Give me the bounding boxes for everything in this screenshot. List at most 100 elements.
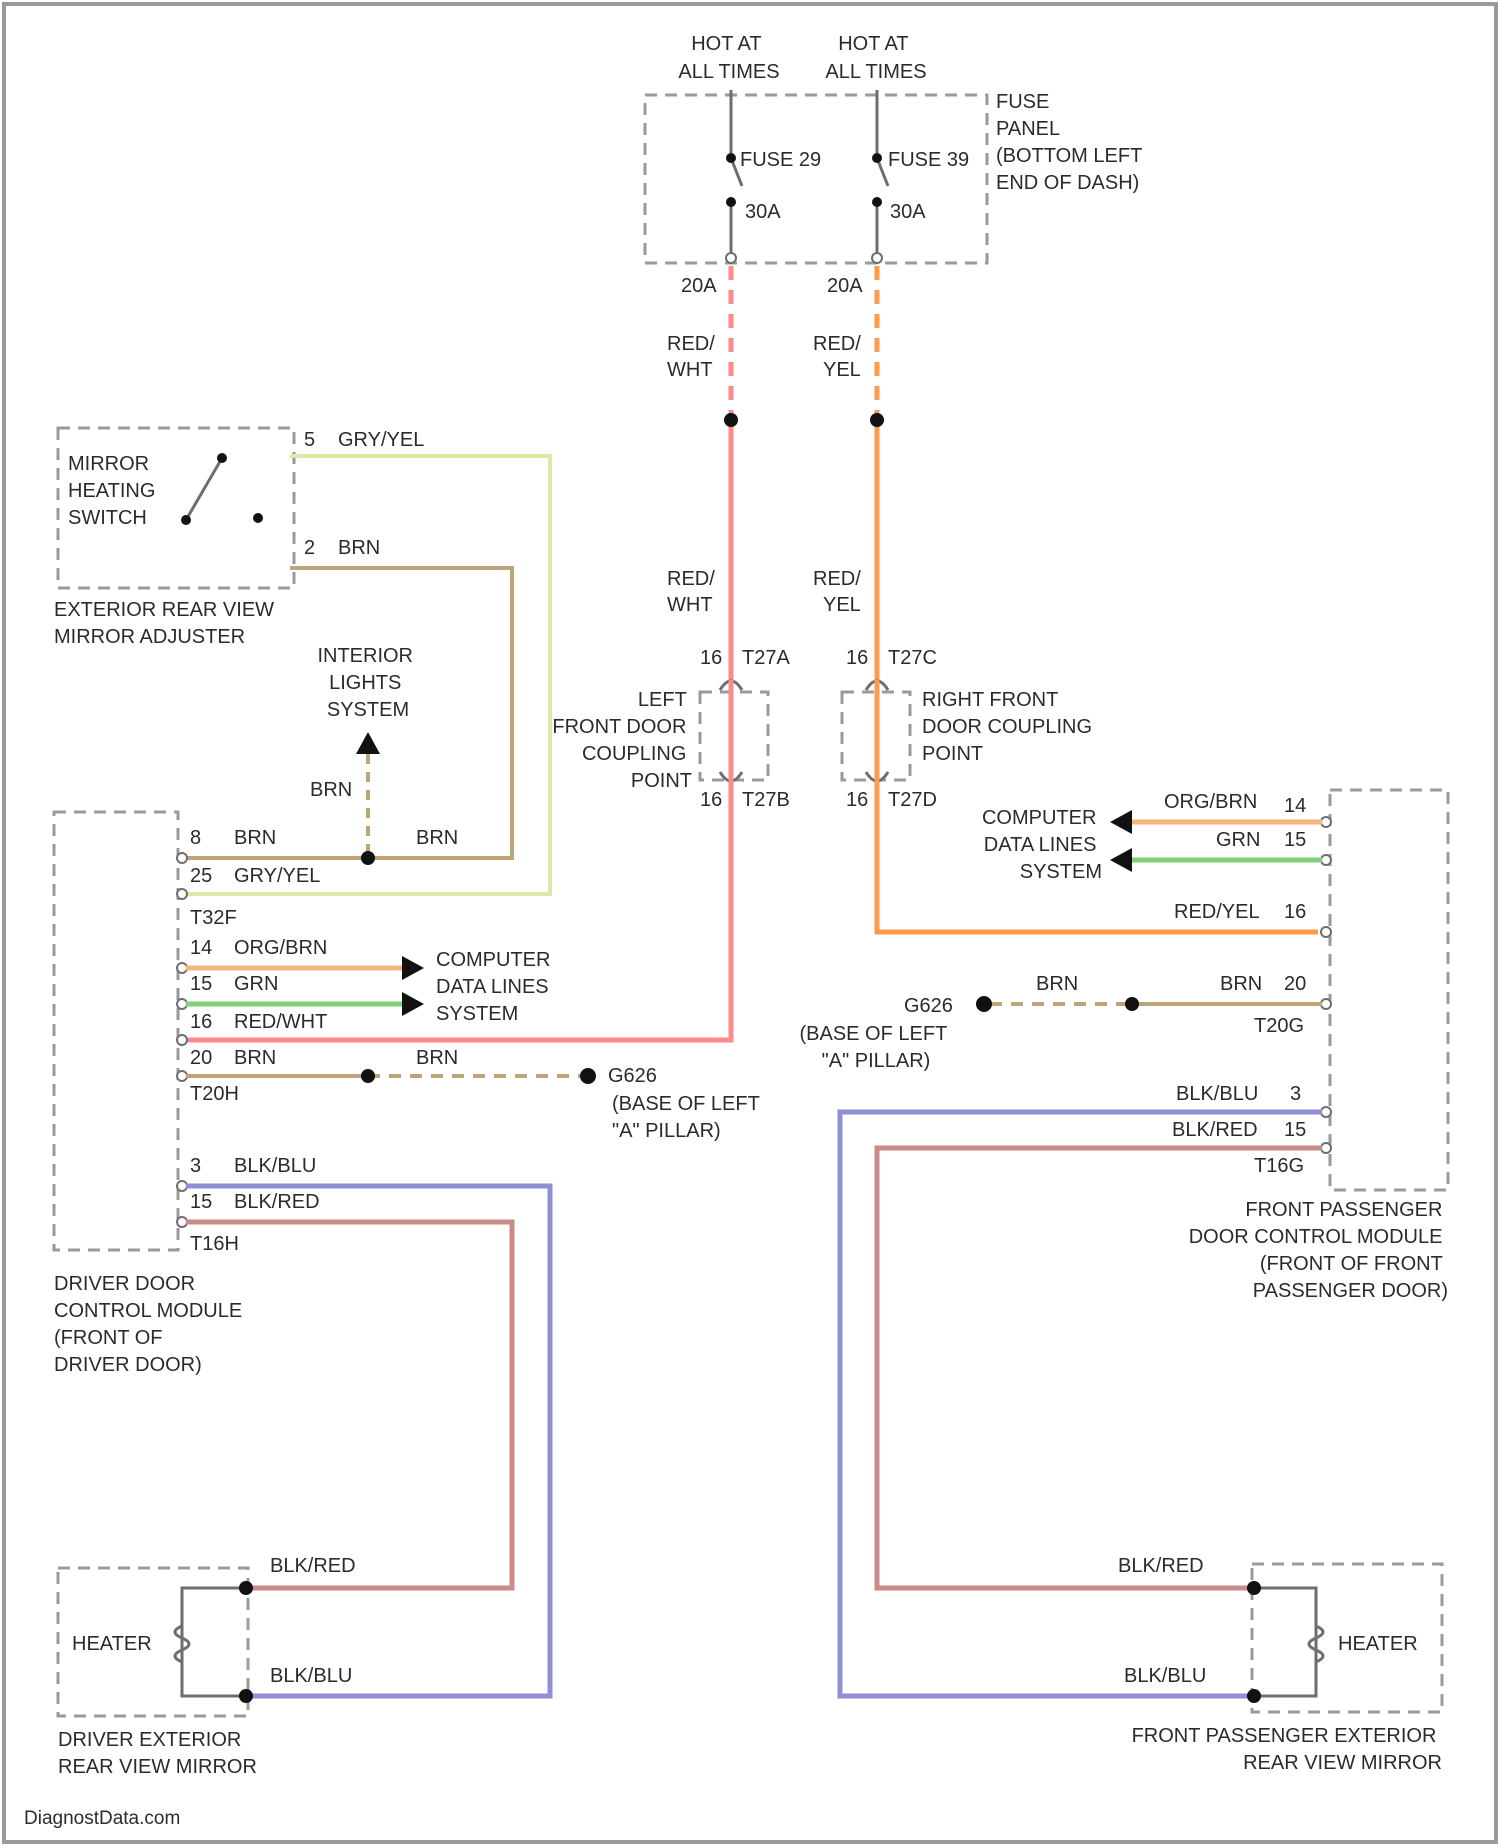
right-coupling-top-conn: T27C [888,647,937,669]
passenger-door-module-box [1330,790,1448,1190]
left-coupling-label: LEFT FRONT DOOR COUPLING POINT [552,689,692,792]
wire-blk-red-left [186,1222,512,1588]
driver-pin-3-wire: BLK/BLU [234,1155,316,1177]
computer-data-lines-left: COMPUTER DATA LINES SYSTEM [436,949,556,1025]
adjuster-pin-2-wire: BRN [338,537,380,559]
red-wht-label-top: RED/ WHT [667,333,720,381]
driver-pin-15-wire: GRN [234,973,278,995]
adjuster-pin-5: 5 [304,429,315,451]
driver-pin-14: 14 [190,937,212,959]
splice-brn [361,851,375,865]
right-coupling-label: RIGHT FRONT DOOR COUPLING POINT [922,689,1098,765]
hot-at-all-times-label-1: HOT AT ALL TIMES [678,33,779,83]
driver-conn-t20h: T20H [190,1083,239,1105]
pin-20a-right: 20A [827,275,863,297]
driver-mirror-wire-top: BLK/RED [270,1555,356,1577]
ground-left-location: (BASE OF LEFT "A" PILLAR) [612,1093,765,1142]
passenger-mirror-wire-top: BLK/RED [1118,1555,1204,1577]
passenger-mirror-wire-bot: BLK/BLU [1124,1665,1206,1687]
pass-pin-15: 15 [1284,829,1306,851]
wire-red-wht-feed [186,266,738,1040]
passenger-mirror-label: FRONT PASSENGER EXTERIOR REAR VIEW MIRRO… [1132,1725,1442,1774]
pass-pin-16-wire: RED/YEL [1174,901,1260,923]
pass-pin-14-wire: ORG/BRN [1164,791,1257,813]
left-coupling-bot-pin: 16 [700,789,722,811]
driver-pin-16: 16 [190,1011,212,1033]
driver-pin-8-wire: BRN [234,827,276,849]
computer-data-lines-right: COMPUTER DATA LINES SYSTEM [982,807,1102,883]
right-coupling-point [842,680,910,790]
fuse-39-amp: 30A [890,201,926,223]
fuse-29-amp: 30A [745,201,781,223]
arrow-can-high-right [1110,810,1132,834]
driver-pin-8: 8 [190,827,201,849]
left-coupling-point [700,680,768,790]
pass-pin-20-wire: BRN [1220,973,1262,995]
driver-conn-t32f: T32F [190,907,237,929]
wire-blk-blu-left [186,1186,550,1696]
red-wht-label-mid: RED/ WHT [667,568,720,616]
pass-pin-15-wire: GRN [1216,829,1260,851]
pass-pin-20: 20 [1284,973,1306,995]
driver-mirror-wire-bot: BLK/BLU [270,1665,352,1687]
pin-20a-left: 20A [681,275,717,297]
red-yel-label-top: RED/ YEL [813,333,866,381]
pass-pin-14: 14 [1284,795,1306,817]
arrow-interior-lights [356,732,380,754]
ground-g626-right [976,996,992,1012]
pass-pin-15b-wire: BLK/RED [1172,1119,1258,1141]
pass-pin-16: 16 [1284,901,1306,923]
exterior-mirror-adjuster-label: EXTERIOR REAR VIEW MIRROR ADJUSTER [54,599,280,648]
ground-right-location: (BASE OF LEFT "A" PILLAR) [799,1023,952,1072]
pass-conn-t16g: T16G [1254,1155,1304,1177]
hot-at-all-times-label-2: HOT AT ALL TIMES [825,33,926,83]
adjuster-pin-5-wire: GRY/YEL [338,429,424,451]
fuse-panel-box [645,95,987,263]
pass-pin-20-wire-left: BRN [1036,973,1078,995]
driver-pin-16-wire: RED/WHT [234,1011,327,1033]
driver-door-module-box [54,812,178,1250]
ground-left-id: G626 [608,1065,657,1087]
red-yel-label-mid: RED/ YEL [813,568,866,616]
splice-ground-right [1125,997,1139,1011]
driver-conn-t16h: T16H [190,1233,239,1255]
driver-pin-15: 15 [190,973,212,995]
ground-g626-left [580,1068,596,1084]
left-coupling-top-conn: T27A [742,647,790,669]
fuse-29-label: FUSE 29 [740,149,821,171]
right-coupling-bot-pin: 16 [846,789,868,811]
arrow-can-low-left [402,992,424,1016]
splice-ground-left [361,1069,375,1083]
driver-pin-25-wire: GRY/YEL [234,865,320,887]
driver-pin-20-wire: BRN [234,1047,276,1069]
adjuster-pin-2: 2 [304,537,315,559]
driver-pin-15b-wire: BLK/RED [234,1191,320,1213]
pass-pin-3-wire: BLK/BLU [1176,1083,1258,1105]
passenger-door-module-label: FRONT PASSENGER DOOR CONTROL MODULE (FRO… [1189,1199,1448,1302]
passenger-heater-element [1247,1581,1323,1703]
driver-pin-14-wire: ORG/BRN [234,937,327,959]
mirror-heating-switch-label: MIRROR HEATING SWITCH [68,453,161,529]
left-coupling-bot-conn: T27B [742,789,790,811]
fuse-39-label: FUSE 39 [888,149,969,171]
driver-pin-8-wire-right: BRN [416,827,458,849]
ground-right-id: G626 [904,995,953,1017]
arrow-can-low-right [1110,848,1132,872]
driver-mirror-label: DRIVER EXTERIOR REAR VIEW MIRROR [58,1729,257,1778]
pass-conn-t20g: T20G [1254,1015,1304,1037]
driver-heater-label: HEATER [72,1633,152,1655]
driver-door-module-label: DRIVER DOOR CONTROL MODULE (FRONT OF DRI… [54,1273,248,1376]
left-coupling-top-pin: 16 [700,647,722,669]
pass-pin-3: 3 [1290,1083,1301,1105]
watermark: DiagnostData.com [24,1808,180,1829]
driver-pin-20-wire-right: BRN [416,1047,458,1069]
pass-pin-15b: 15 [1284,1119,1306,1141]
driver-pin-3: 3 [190,1155,201,1177]
right-coupling-bot-conn: T27D [888,789,937,811]
driver-pin-15b: 15 [190,1191,212,1213]
brn-vertical-label: BRN [310,779,352,801]
passenger-heater-label: HEATER [1338,1633,1418,1655]
interior-lights-label: INTERIOR LIGHTS SYSTEM [317,645,418,721]
